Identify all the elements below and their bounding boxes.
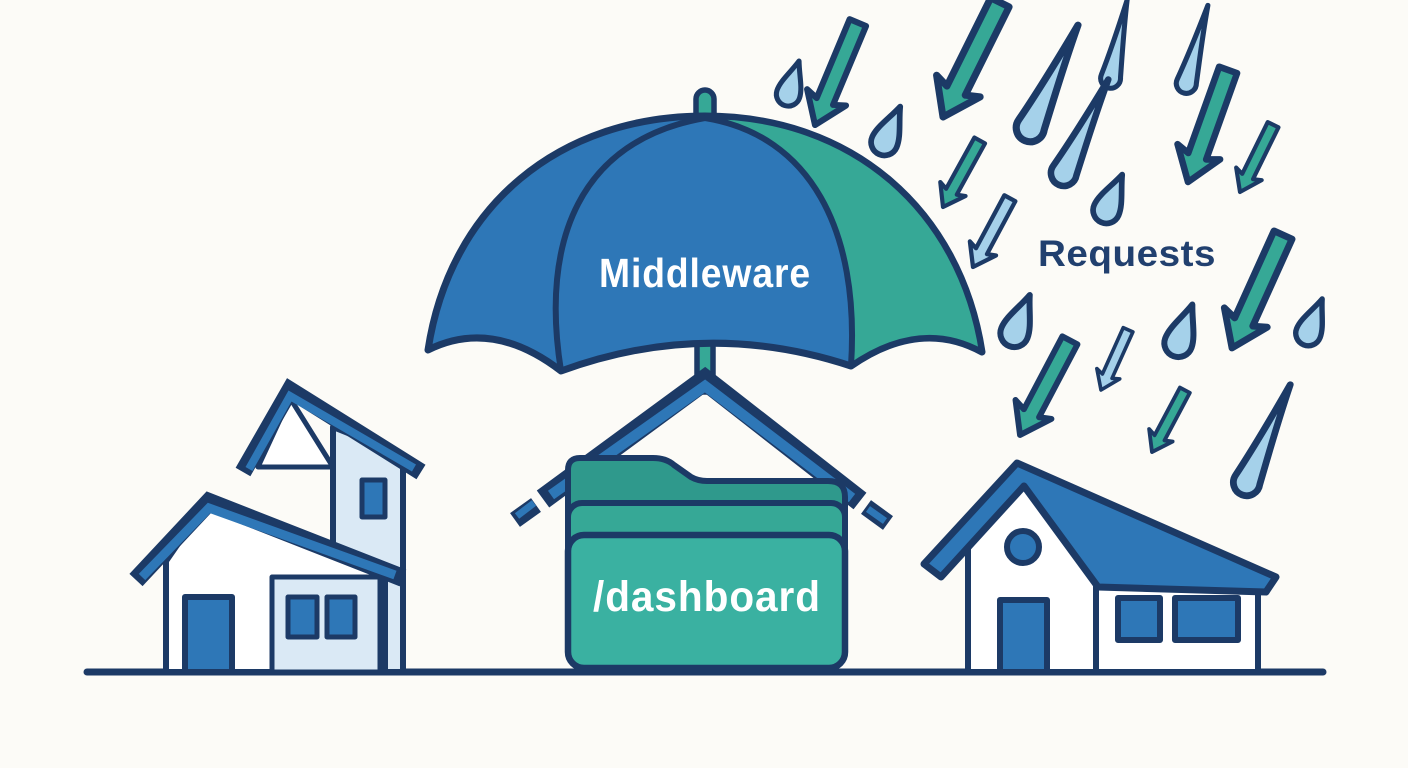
raindrop-icon xyxy=(867,101,913,160)
raindrop-icon xyxy=(1160,300,1205,361)
request-arrow-icon xyxy=(1087,322,1142,397)
request-arrow-icon xyxy=(1138,382,1199,461)
left-house-roof xyxy=(138,502,397,581)
folder-roof-end-right-fill xyxy=(865,506,888,524)
umbrella-rib xyxy=(552,115,706,372)
middleware-label: Middleware xyxy=(599,250,811,296)
folder-front-panel xyxy=(564,531,849,672)
left-house-door xyxy=(182,594,235,675)
umbrella-icon: Middleware xyxy=(424,87,986,395)
raindrop-icon xyxy=(996,290,1043,351)
raindrop-icon xyxy=(1089,169,1135,228)
left-house-tower-roof xyxy=(245,390,417,472)
right-house-round-window xyxy=(1004,528,1042,566)
folder-roof-end-left-fill xyxy=(514,500,537,519)
left-house-tower-window xyxy=(359,477,388,520)
raindrop-icon xyxy=(773,57,810,109)
request-arrow-icon xyxy=(1227,118,1286,198)
rain-streak-icon xyxy=(1099,0,1137,90)
request-arrow-icon xyxy=(960,191,1023,274)
house-right-icon xyxy=(920,459,1280,675)
request-arrow-icon xyxy=(921,0,1021,128)
request-arrow-icon xyxy=(930,133,992,213)
right-house-window-1 xyxy=(1115,595,1163,643)
right-house-window-2 xyxy=(1172,595,1241,643)
requests-label: Requests xyxy=(1038,233,1216,274)
left-house-window-2 xyxy=(324,594,358,640)
dashboard-label: /dashboard xyxy=(593,573,821,621)
request-arrow-icon xyxy=(796,14,878,133)
requests-rain: Requests xyxy=(773,0,1334,500)
request-arrow-icon xyxy=(1211,225,1305,357)
umbrella-canopy-teal-panel xyxy=(702,113,985,369)
left-house-window-1 xyxy=(285,594,320,640)
dashboard-route: /dashboard xyxy=(510,366,893,672)
raindrop-icon xyxy=(1292,294,1334,349)
house-left-icon xyxy=(129,378,426,675)
rain-streak-icon xyxy=(1229,379,1302,500)
right-house-door xyxy=(997,597,1050,675)
right-house-roof xyxy=(920,459,1280,596)
